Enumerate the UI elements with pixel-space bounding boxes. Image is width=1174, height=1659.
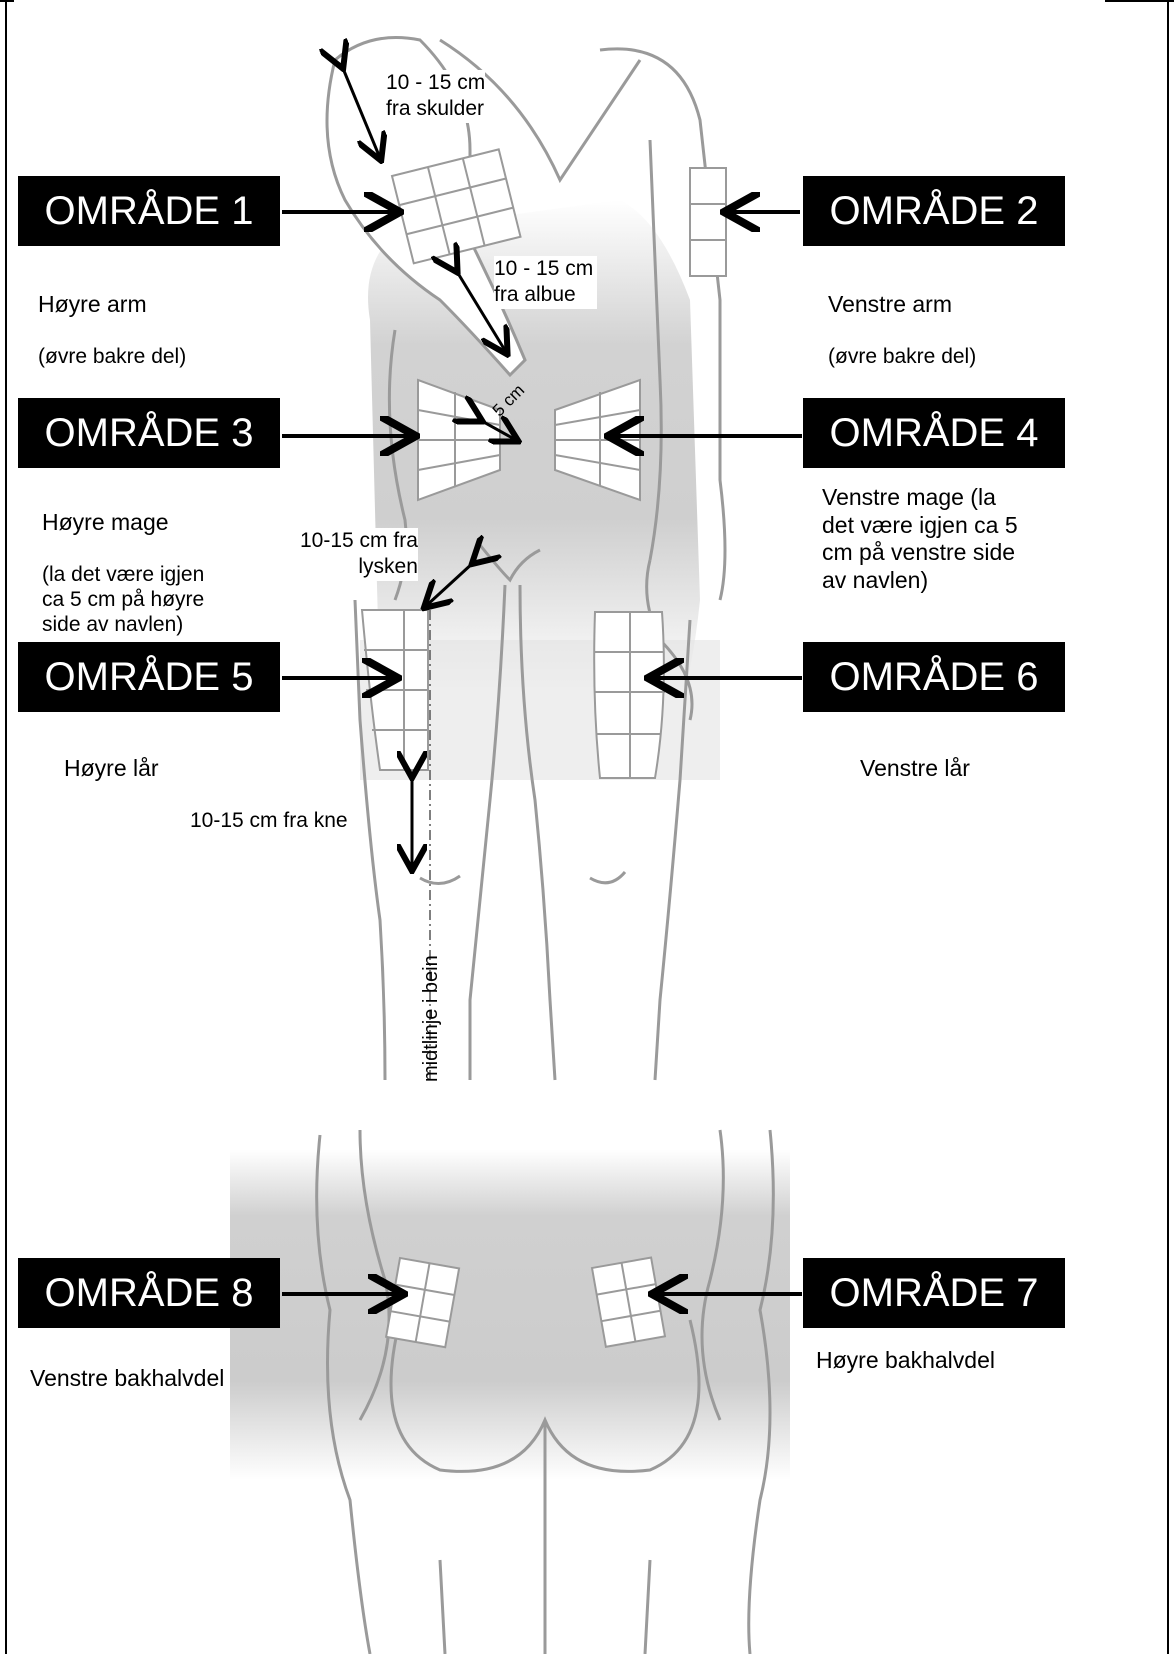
shoulder-distance-note: 10 - 15 cm fra skulder <box>386 70 485 123</box>
grid-patch-zone-7 <box>592 1258 665 1347</box>
zone-2-description: Venstre arm (øvre bakre del) <box>828 266 976 394</box>
zone-8-description: Venstre bakhalvdel <box>30 1340 224 1418</box>
back-shading <box>230 1150 790 1480</box>
zone-8-title: Venstre bakhalvdel <box>30 1365 224 1393</box>
zone-2-detail: (øvre bakre del) <box>828 344 976 369</box>
elbow-distance-note: 10 - 15 cm fra albue <box>494 256 597 309</box>
zone-7-label: OMRÅDE 7 <box>803 1258 1065 1328</box>
knee-distance-note: 10-15 cm fra kne <box>190 808 348 834</box>
zone-3-title: Høyre mage <box>42 509 204 537</box>
grid-patch-zone-8 <box>386 1258 459 1347</box>
zone-2-title: Venstre arm <box>828 291 976 319</box>
zone-7-title: Høyre bakhalvdel <box>816 1347 995 1375</box>
zone-4-label: OMRÅDE 4 <box>803 398 1065 468</box>
zone-6-title: Venstre lår <box>860 755 970 783</box>
zone-1-label: OMRÅDE 1 <box>18 176 280 246</box>
groin-distance-note: 10-15 cm fra lysken <box>300 528 418 581</box>
zone-1-description: Høyre arm (øvre bakre del) <box>38 266 186 394</box>
zone-5-title: Høyre lår <box>64 755 159 783</box>
grid-patch-zone-6 <box>594 612 665 778</box>
zone-1-detail: (øvre bakre del) <box>38 344 186 369</box>
zone-5-description: Høyre lår <box>64 730 159 808</box>
grid-patch-zone-2 <box>690 168 726 276</box>
zone-1-title: Høyre arm <box>38 291 186 319</box>
zone-7-description: Høyre bakhalvdel <box>816 1322 995 1400</box>
leg-midline-note: midtlinje i bein <box>420 955 443 1082</box>
zone-2-label: OMRÅDE 2 <box>803 176 1065 246</box>
zone-6-description: Venstre lår <box>860 730 970 808</box>
zone-3-label: OMRÅDE 3 <box>18 398 280 468</box>
zone-4-description: Venstre mage (la det være igjen ca 5 cm … <box>822 484 1018 594</box>
zone-3-description: Høyre mage (la det være igjen ca 5 cm på… <box>42 484 204 663</box>
zone-3-detail: (la det være igjen ca 5 cm på høyre side… <box>42 562 204 638</box>
zone-8-label: OMRÅDE 8 <box>18 1258 280 1328</box>
zone-6-label: OMRÅDE 6 <box>803 642 1065 712</box>
